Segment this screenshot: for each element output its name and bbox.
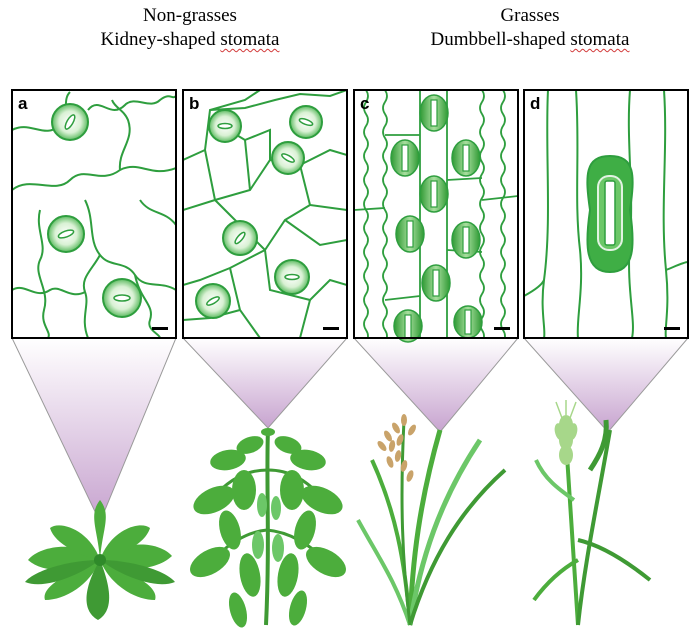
panel-a: a	[11, 89, 177, 339]
funnel-d	[522, 337, 690, 433]
dumbbell-stoma	[390, 139, 420, 177]
scale-bar	[664, 327, 680, 330]
dumbbell-stoma	[395, 215, 425, 253]
kidney-stoma	[289, 105, 323, 139]
funnels	[11, 337, 690, 524]
dumbbell-stoma	[419, 94, 449, 132]
kidney-stoma	[222, 220, 258, 256]
kidney-stoma	[47, 215, 85, 253]
funnel-c	[352, 337, 520, 433]
scale-bar	[494, 327, 510, 330]
panel-label: c	[360, 94, 369, 113]
scale-bar	[323, 327, 339, 330]
kidney-stoma	[195, 283, 231, 319]
dumbbell-stoma	[586, 154, 634, 274]
shrub-plant	[190, 428, 346, 628]
dumbbell-stoma	[451, 221, 481, 259]
header-title: Non-grasses	[143, 5, 237, 26]
dumbbell-stoma	[451, 139, 481, 177]
non-grasses-header: Non-grasses Kidney-shaped stomata	[40, 4, 340, 52]
header-subtitle: Dumbbell-shaped stomata	[430, 29, 630, 50]
kidney-stoma	[271, 141, 305, 175]
header-title: Grasses	[500, 5, 560, 26]
panel-b: b	[182, 89, 348, 339]
kidney-stoma	[208, 109, 242, 143]
header-subtitle: Kidney-shaped stomata	[100, 29, 280, 50]
panel-d: d	[523, 89, 689, 339]
kidney-stoma	[274, 259, 310, 295]
dumbbell-stoma	[421, 264, 451, 302]
panel-label: b	[189, 94, 199, 113]
panel-label: a	[18, 94, 28, 113]
kidney-stoma	[51, 103, 89, 141]
wheat-plant	[532, 400, 652, 626]
panel-c: c	[353, 89, 519, 343]
dumbbell-stoma	[419, 175, 449, 213]
funnel-a	[11, 337, 177, 524]
funnel-b	[181, 337, 349, 429]
rice-plant	[356, 414, 507, 626]
dumbbell-stoma	[393, 309, 423, 343]
grasses-header: Grasses Dumbbell-shaped stomata	[380, 4, 680, 52]
scale-bar	[152, 327, 168, 330]
kidney-stoma	[102, 278, 142, 318]
panel-label: d	[530, 94, 540, 113]
dumbbell-stoma	[453, 305, 483, 339]
rosette-plant	[25, 500, 175, 620]
